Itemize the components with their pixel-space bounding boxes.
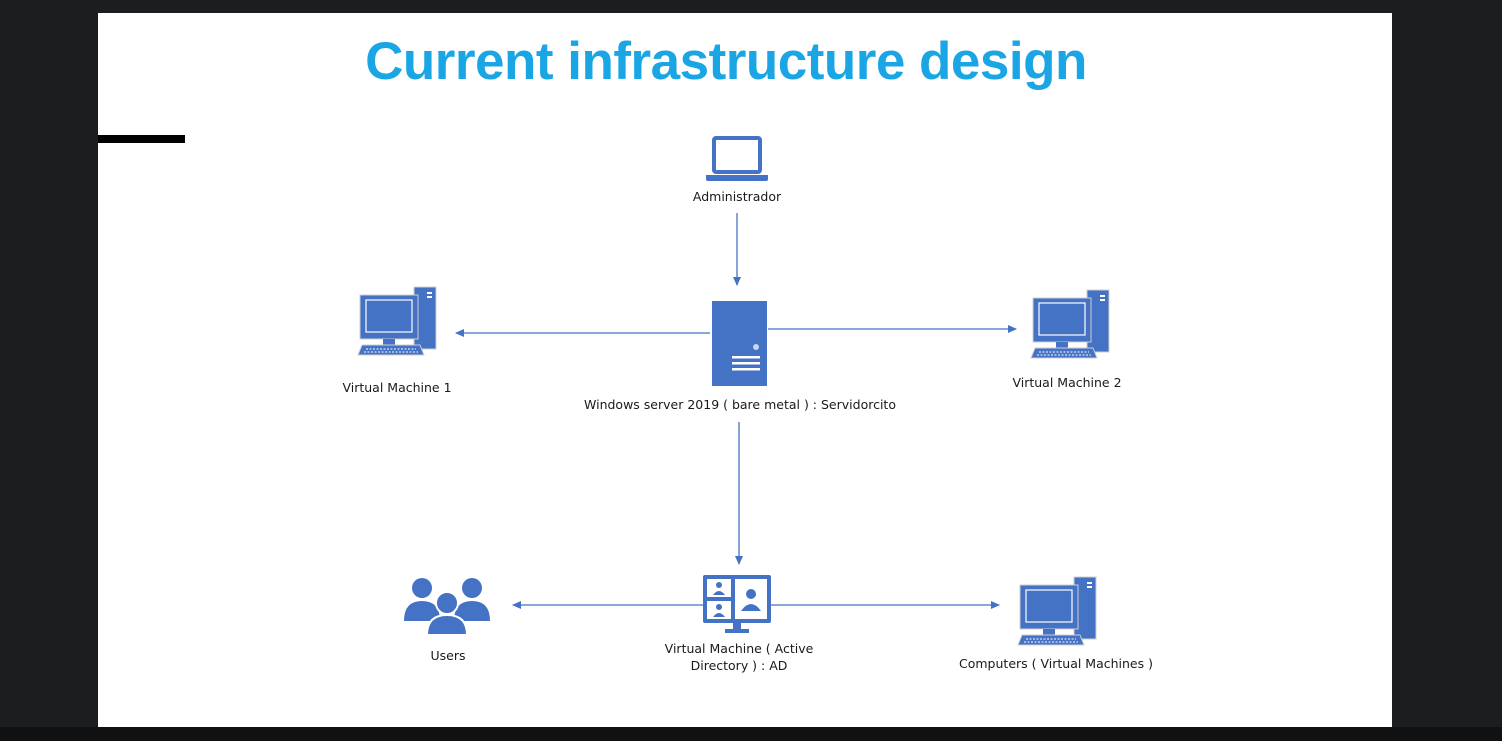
title-accent-bar — [98, 135, 185, 143]
server-icon — [712, 301, 767, 386]
label-virtual-machine-1: Virtual Machine 1 — [342, 380, 452, 395]
video-conference-icon — [703, 575, 771, 633]
desktop-computer-icon — [1030, 289, 1110, 359]
desktop-computer-icon — [1017, 576, 1097, 646]
slide-title: Current infrastructure design — [365, 32, 1087, 91]
label-users: Users — [430, 648, 466, 663]
label-windows-server: Windows server 2019 ( bare metal ) : Ser… — [584, 397, 896, 412]
users-group-icon — [404, 578, 490, 636]
label-virtual-machine-2: Virtual Machine 2 — [1012, 375, 1122, 390]
label-ad-line2: Directory ) : AD — [690, 658, 788, 673]
slide: Current infrastructure design — [98, 13, 1392, 727]
label-computers: Computers ( Virtual Machines ) — [959, 656, 1153, 671]
window-bottom-strip — [0, 727, 1502, 741]
laptop-icon — [706, 136, 768, 181]
infrastructure-diagram — [357, 136, 1110, 646]
desktop-computer-icon — [357, 286, 437, 356]
label-administrador: Administrador — [692, 189, 782, 204]
label-ad-line1: Virtual Machine ( Active — [664, 641, 814, 656]
